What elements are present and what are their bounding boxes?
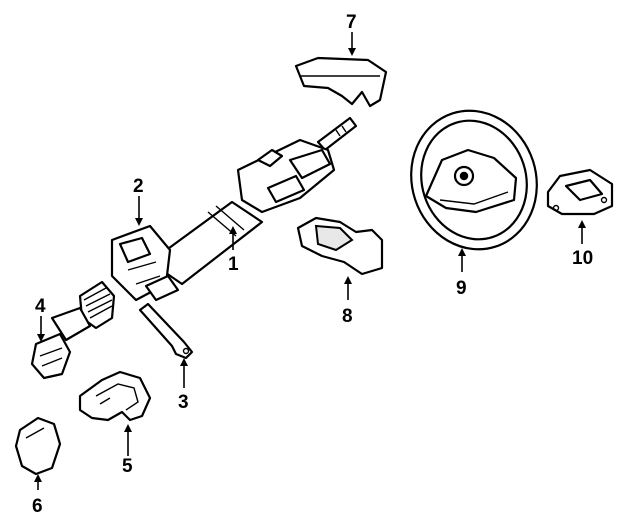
intermediate-shaft-part [30, 280, 116, 380]
callout-5: 5 [122, 456, 133, 477]
callout-9: 9 [456, 278, 467, 299]
callout-3: 3 [178, 392, 189, 413]
callout-10: 10 [572, 248, 593, 269]
cap-part [14, 416, 62, 476]
steering-wheel-part [410, 109, 538, 251]
upper-shroud-part [294, 56, 388, 108]
callout-2: 2 [133, 176, 144, 197]
callout-6: 6 [32, 496, 43, 517]
callout-4: 4 [35, 296, 46, 317]
callout-8: 8 [342, 306, 353, 327]
callout-7: 7 [346, 12, 357, 33]
callout-1: 1 [228, 254, 239, 275]
leader-lines [34, 32, 586, 490]
shroud-lower-part [78, 370, 152, 422]
steering-column-part [110, 116, 358, 302]
lower-shroud-cover-part [296, 216, 384, 276]
lever-part [138, 302, 194, 360]
switch-bracket-part [546, 168, 614, 216]
